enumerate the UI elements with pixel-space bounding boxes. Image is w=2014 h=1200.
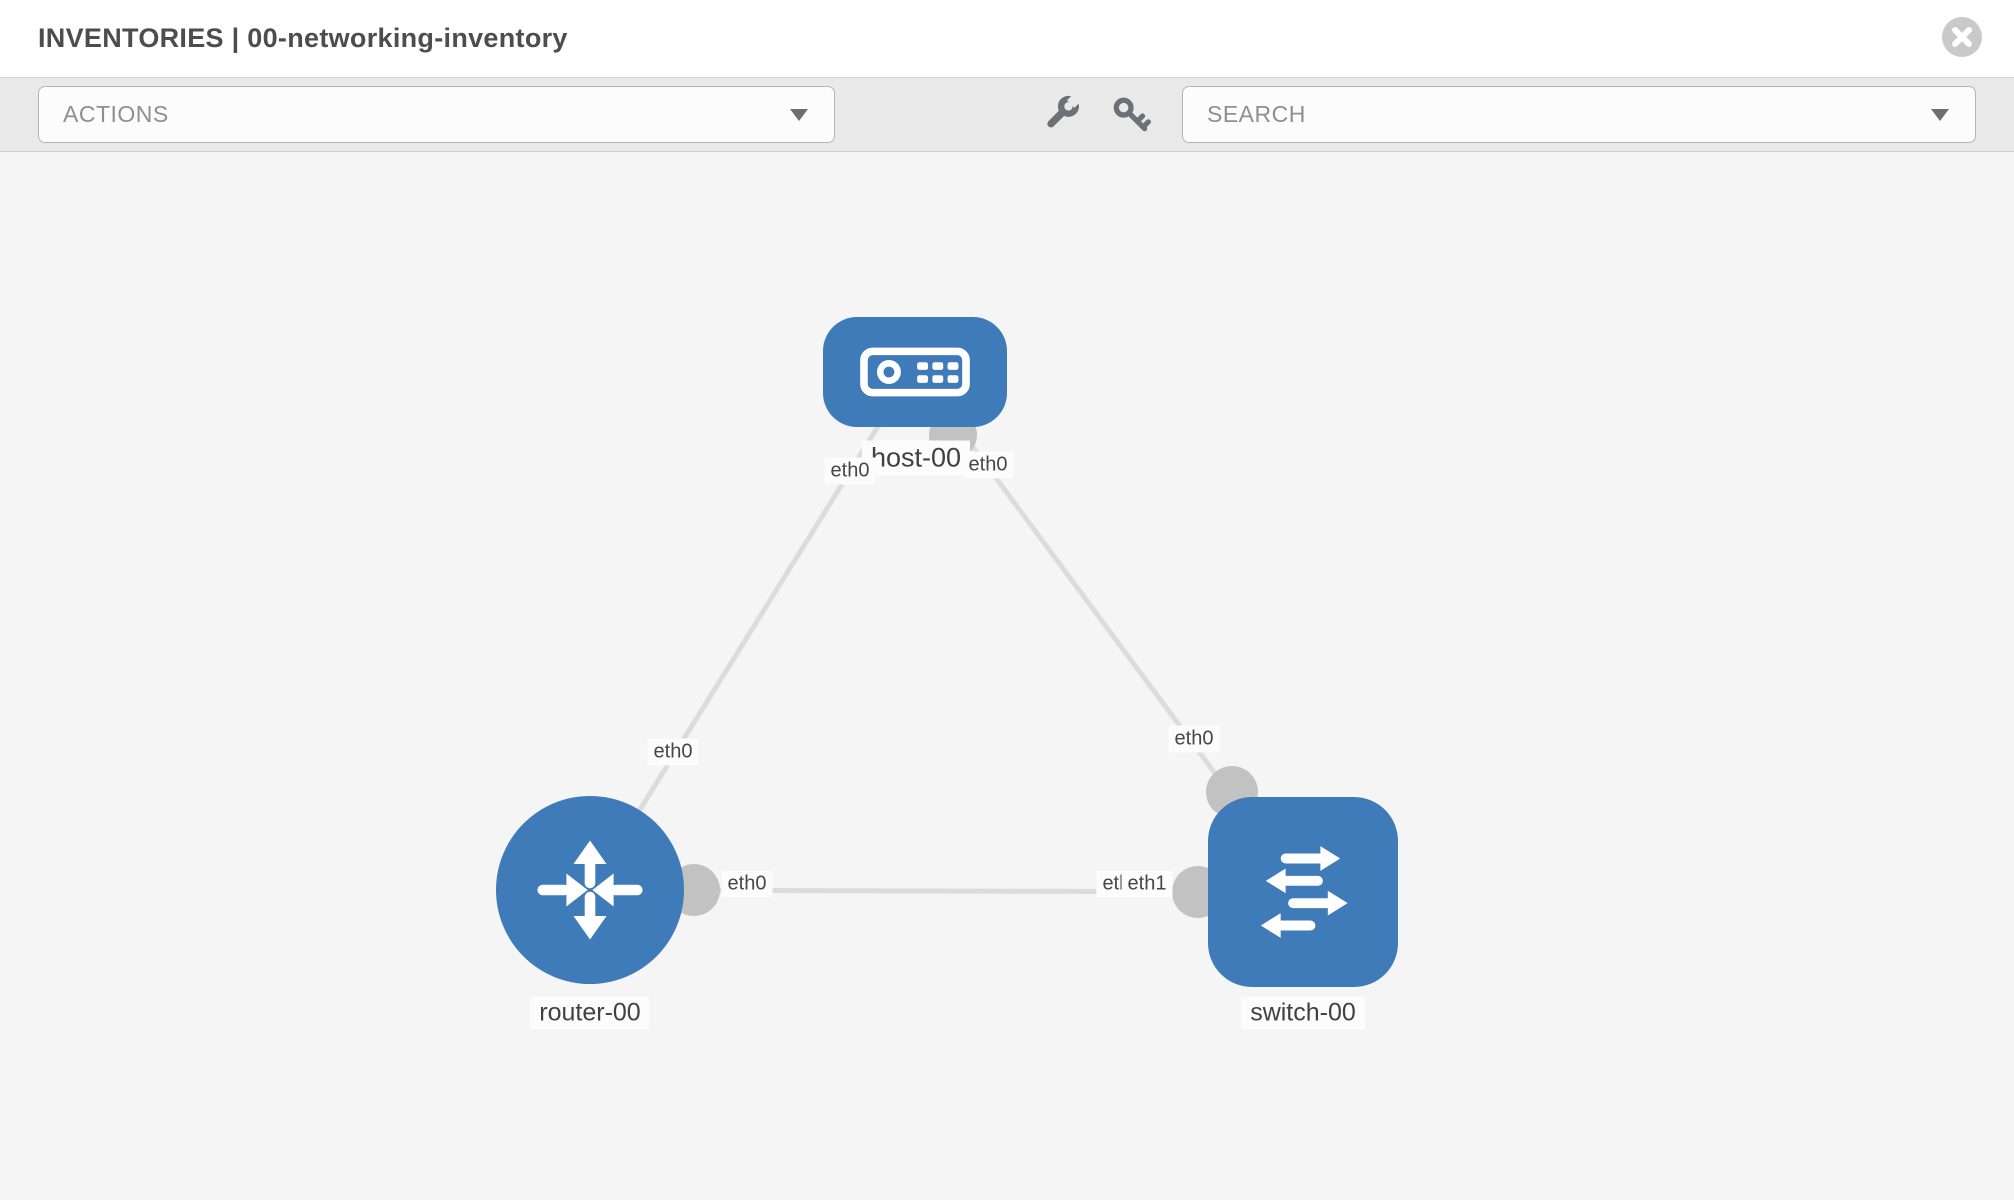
iface-label-router-eth0: eth0: [721, 870, 773, 898]
wrench-icon: [1047, 93, 1082, 127]
iface-label-switch-eth1: eth1: [1121, 870, 1173, 898]
node-label-router-00: router-00: [530, 996, 650, 1030]
actions-dropdown[interactable]: ACTIONS: [38, 86, 835, 143]
iface-label-host-eth0-left: eth0: [824, 457, 876, 485]
close-button[interactable]: [1942, 17, 1982, 57]
switch-arrows-icon: [1260, 846, 1348, 938]
node-label-switch-00: switch-00: [1241, 996, 1365, 1030]
topology-canvas[interactable]: host-00 router-00 switch-00 eth0 eth0 et…: [0, 152, 2014, 1200]
node-router-00[interactable]: [496, 796, 684, 984]
search-dropdown[interactable]: SEARCH: [1182, 86, 1976, 143]
actions-dropdown-label: ACTIONS: [63, 101, 169, 127]
server-icon: [860, 347, 970, 397]
node-host-00[interactable]: [823, 317, 1007, 427]
credentials-button[interactable]: [1109, 93, 1153, 137]
close-icon: [1952, 27, 1972, 47]
iface-label-host-eth0-right: eth0: [962, 451, 1014, 479]
node-switch-00[interactable]: [1208, 797, 1398, 987]
iface-label-router-eth0-uplink: eth0: [647, 738, 699, 766]
key-icon: [1113, 97, 1151, 131]
caret-down-icon: [790, 108, 808, 121]
node-label-host-00: host-00: [861, 440, 971, 476]
router-arrows-icon: [537, 840, 643, 940]
iface-label-switch-eth0: eth0: [1168, 725, 1220, 753]
links-layer: [587, 406, 1306, 918]
caret-down-icon: [1931, 108, 1949, 121]
toolbar: ACTIONS SEARCH: [0, 77, 2014, 152]
search-placeholder: SEARCH: [1207, 101, 1306, 127]
page-title: INVENTORIES | 00-networking-inventory: [38, 23, 568, 53]
title-bar: INVENTORIES | 00-networking-inventory: [0, 0, 2014, 77]
tools-button[interactable]: [1042, 93, 1086, 137]
